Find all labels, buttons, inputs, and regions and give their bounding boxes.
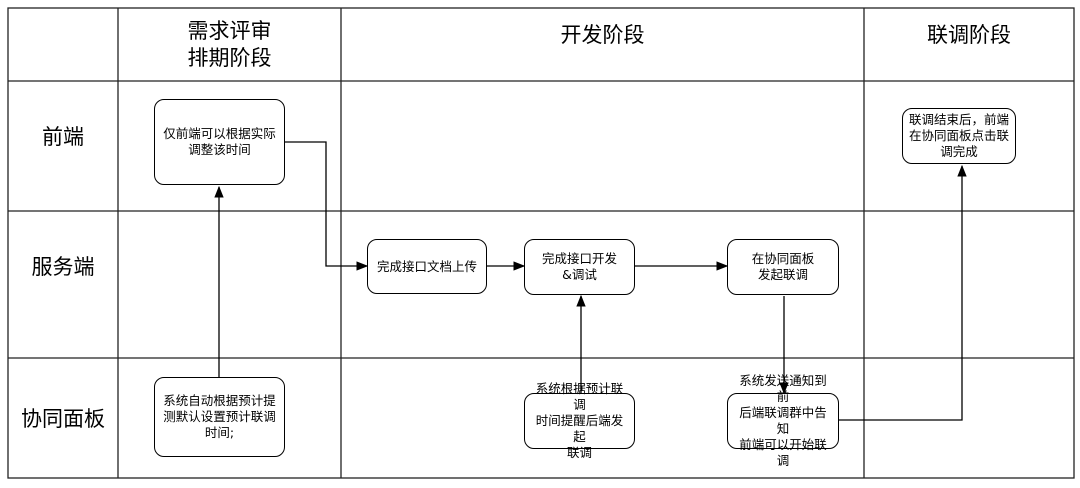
- connectors: [214, 141, 967, 421]
- column-header-review: 需求评审 排期阶段: [187, 18, 272, 70]
- lane-label-server: 服务端: [31, 255, 95, 279]
- node-notify-group[interactable]: 系统发送通知到前 后端联调群中告知 前端可以开始联调: [727, 373, 839, 468]
- lane-label-frontend: 前端: [42, 125, 84, 149]
- node-frontend-adjust-time[interactable]: 仅前端可以根据实际 调整该时间: [154, 99, 285, 185]
- lane-label-panel: 协同面板: [21, 407, 105, 431]
- node-auto-estimate[interactable]: 系统自动根据预计提 测默认设置预计联调 时间;: [154, 377, 285, 457]
- swimlane-grid: [7, 7, 1075, 479]
- column-header-dev: 开发阶段: [560, 23, 645, 47]
- node-api-dev[interactable]: 完成接口开发 &调试: [524, 239, 635, 295]
- node-remind-backend[interactable]: 系统根据预计联调 时间提醒后端发起 联调: [524, 381, 635, 460]
- column-header-joint: 联调阶段: [927, 23, 1011, 47]
- arrow-notify-to-done: [839, 164, 967, 421]
- node-start-joint[interactable]: 在协同面板 发起联调: [727, 239, 839, 295]
- node-doc-upload[interactable]: 完成接口文档上传: [367, 239, 487, 294]
- arrow-adjust-to-doc: [285, 141, 369, 271]
- node-joint-done[interactable]: 联调结束后，前端 在协同面板点击联 调完成: [902, 108, 1016, 164]
